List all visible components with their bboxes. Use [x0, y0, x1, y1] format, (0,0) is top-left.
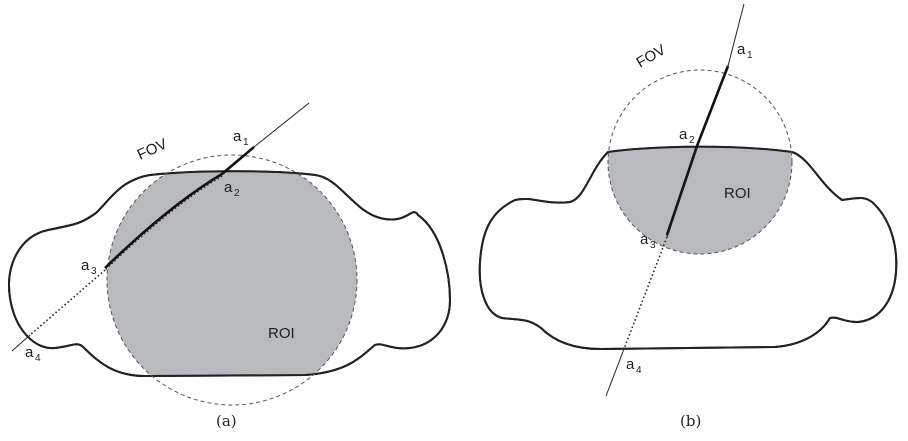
panel-a-ray-a2-a3 — [104, 172, 223, 269]
svg-text:a: a — [25, 344, 34, 361]
panel-b: FOV ROI a 1 a 2 a 3 a 4 (b) — [478, 3, 898, 430]
svg-text:4: 4 — [636, 365, 642, 376]
panel-a-ray-outer-bottom — [11, 334, 31, 352]
svg-text:a: a — [640, 231, 649, 248]
panel-b-ray-outer-top — [727, 3, 745, 67]
svg-text:1: 1 — [243, 137, 249, 148]
panel-b-roi-label: ROI — [724, 185, 751, 202]
svg-text:2: 2 — [234, 188, 240, 199]
panel-a-fov-label: FOV — [135, 136, 170, 164]
svg-text:a: a — [224, 179, 233, 196]
panel-a: FOV ROI a 1 a 2 a 3 a 4 (a) — [8, 102, 452, 430]
panel-a-roi-label: ROI — [268, 325, 295, 342]
panel-b-point-a3: a 3 — [640, 231, 656, 251]
panel-a-ray-a1-a2 — [221, 146, 255, 175]
panel-b-body-edge — [478, 145, 898, 351]
panel-a-ray-outer-top — [253, 102, 310, 148]
panel-b-caption: (b) — [680, 412, 701, 430]
panel-a-point-a3: a 3 — [81, 257, 97, 277]
panel-b-point-a1: a 1 — [737, 41, 753, 61]
panel-a-point-a1: a 1 — [233, 128, 249, 148]
panel-a-caption: (a) — [216, 412, 237, 430]
panel-b-point-a4: a 4 — [626, 356, 642, 376]
svg-text:1: 1 — [747, 50, 753, 61]
svg-text:a: a — [679, 126, 688, 143]
panel-b-fov-circle — [607, 69, 793, 255]
svg-text:3: 3 — [650, 240, 656, 251]
panel-a-fov-circle — [106, 154, 358, 406]
panel-b-ray-outer-bottom — [605, 348, 625, 397]
panel-a-ray-a3-a4 — [29, 269, 106, 336]
panel-b-ray-a1-a2 — [695, 65, 730, 147]
svg-text:a: a — [737, 41, 746, 58]
panel-a-body-edge — [8, 170, 452, 378]
panel-b-point-a2: a 2 — [679, 126, 695, 146]
panel-b-roi-region — [608, 146, 792, 254]
svg-text:2: 2 — [689, 135, 695, 146]
svg-text:3: 3 — [91, 266, 97, 277]
panel-b-fov-label: FOV — [634, 41, 669, 71]
panel-a-point-a2: a 2 — [224, 179, 240, 199]
svg-text:4: 4 — [35, 353, 41, 364]
panel-a-point-a4: a 4 — [25, 344, 41, 364]
svg-text:a: a — [626, 356, 635, 373]
svg-text:a: a — [233, 128, 242, 145]
svg-text:a: a — [81, 257, 90, 274]
